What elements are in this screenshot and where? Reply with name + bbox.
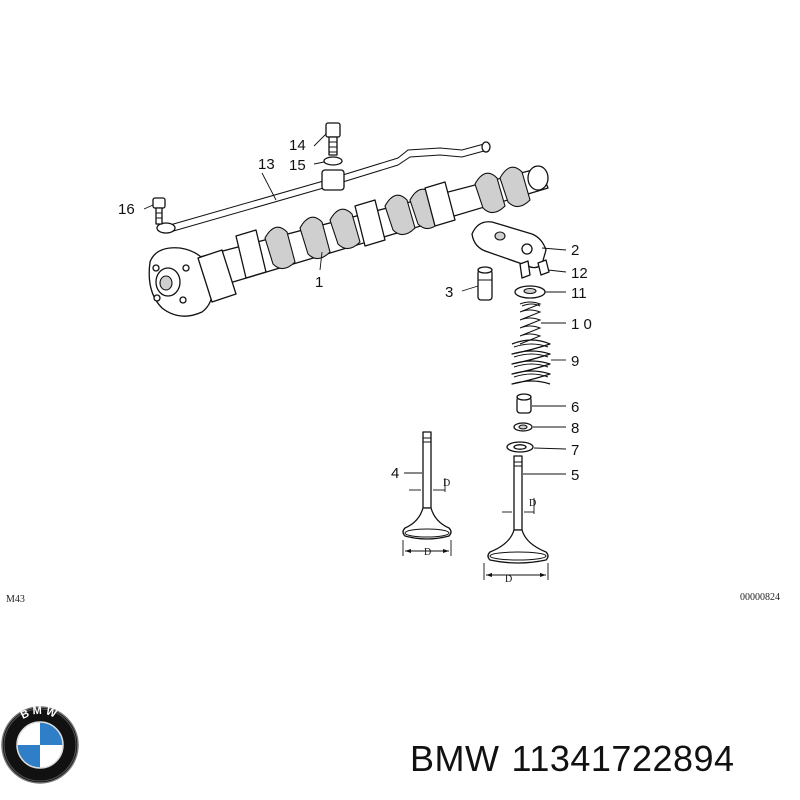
outer-valve-spring — [511, 339, 551, 385]
dim-label-intake-head: D — [424, 547, 431, 558]
callout-9: 9 — [571, 353, 579, 370]
pipe-bolt — [325, 122, 341, 156]
callout-15: 15 — [289, 157, 306, 174]
leader-lines — [143, 133, 567, 475]
brand-name: BMW — [410, 738, 500, 779]
callout-1: 1 — [315, 274, 323, 291]
inner-valve-spring — [519, 301, 542, 345]
drawing-number: 00000824 — [740, 592, 780, 603]
retaining-clip — [519, 259, 550, 279]
brand-part-number-line: BMW 11341722894 — [410, 738, 747, 780]
camshaft — [148, 165, 549, 317]
dim-label-exhaust-head: D — [505, 574, 512, 585]
seal-ring — [323, 156, 343, 166]
hydraulic-tappet — [477, 266, 493, 301]
bmw-logo: BMW — [1, 705, 79, 784]
dim-label-exhaust-stem: D — [529, 498, 536, 509]
callout-5: 5 — [571, 467, 579, 484]
callout-11: 11 — [571, 285, 587, 302]
callout-7: 7 — [571, 442, 579, 459]
spring-seat — [513, 422, 533, 432]
callout-16: 16 — [118, 201, 135, 218]
rocker-arm — [471, 221, 547, 269]
valve-stem-seal — [516, 393, 532, 414]
engine-code: M43 — [6, 594, 25, 605]
dim-label-intake-stem: D — [443, 478, 450, 489]
oil-pipe — [156, 141, 491, 234]
spring-retainer — [514, 285, 546, 299]
callout-6: 6 — [571, 399, 579, 416]
callout-3: 3 — [445, 284, 453, 301]
callout-8: 8 — [571, 420, 579, 437]
callout-2: 2 — [571, 242, 579, 259]
callout-4: 4 — [391, 465, 399, 482]
callouts: 1 2 3 4 5 6 7 8 9 1 0 11 12 13 14 15 16 — [118, 137, 592, 484]
callout-10: 1 0 — [571, 316, 592, 333]
exhaust-valve — [483, 455, 549, 580]
intake-valve — [402, 431, 452, 556]
callout-12: 12 — [571, 265, 588, 282]
washer — [506, 441, 534, 453]
callout-14: 14 — [289, 137, 306, 154]
flange-bolt — [152, 197, 166, 225]
part-number: 11341722894 — [511, 738, 735, 779]
callout-13: 13 — [258, 156, 275, 173]
svg-text:BMW: BMW — [19, 705, 61, 722]
